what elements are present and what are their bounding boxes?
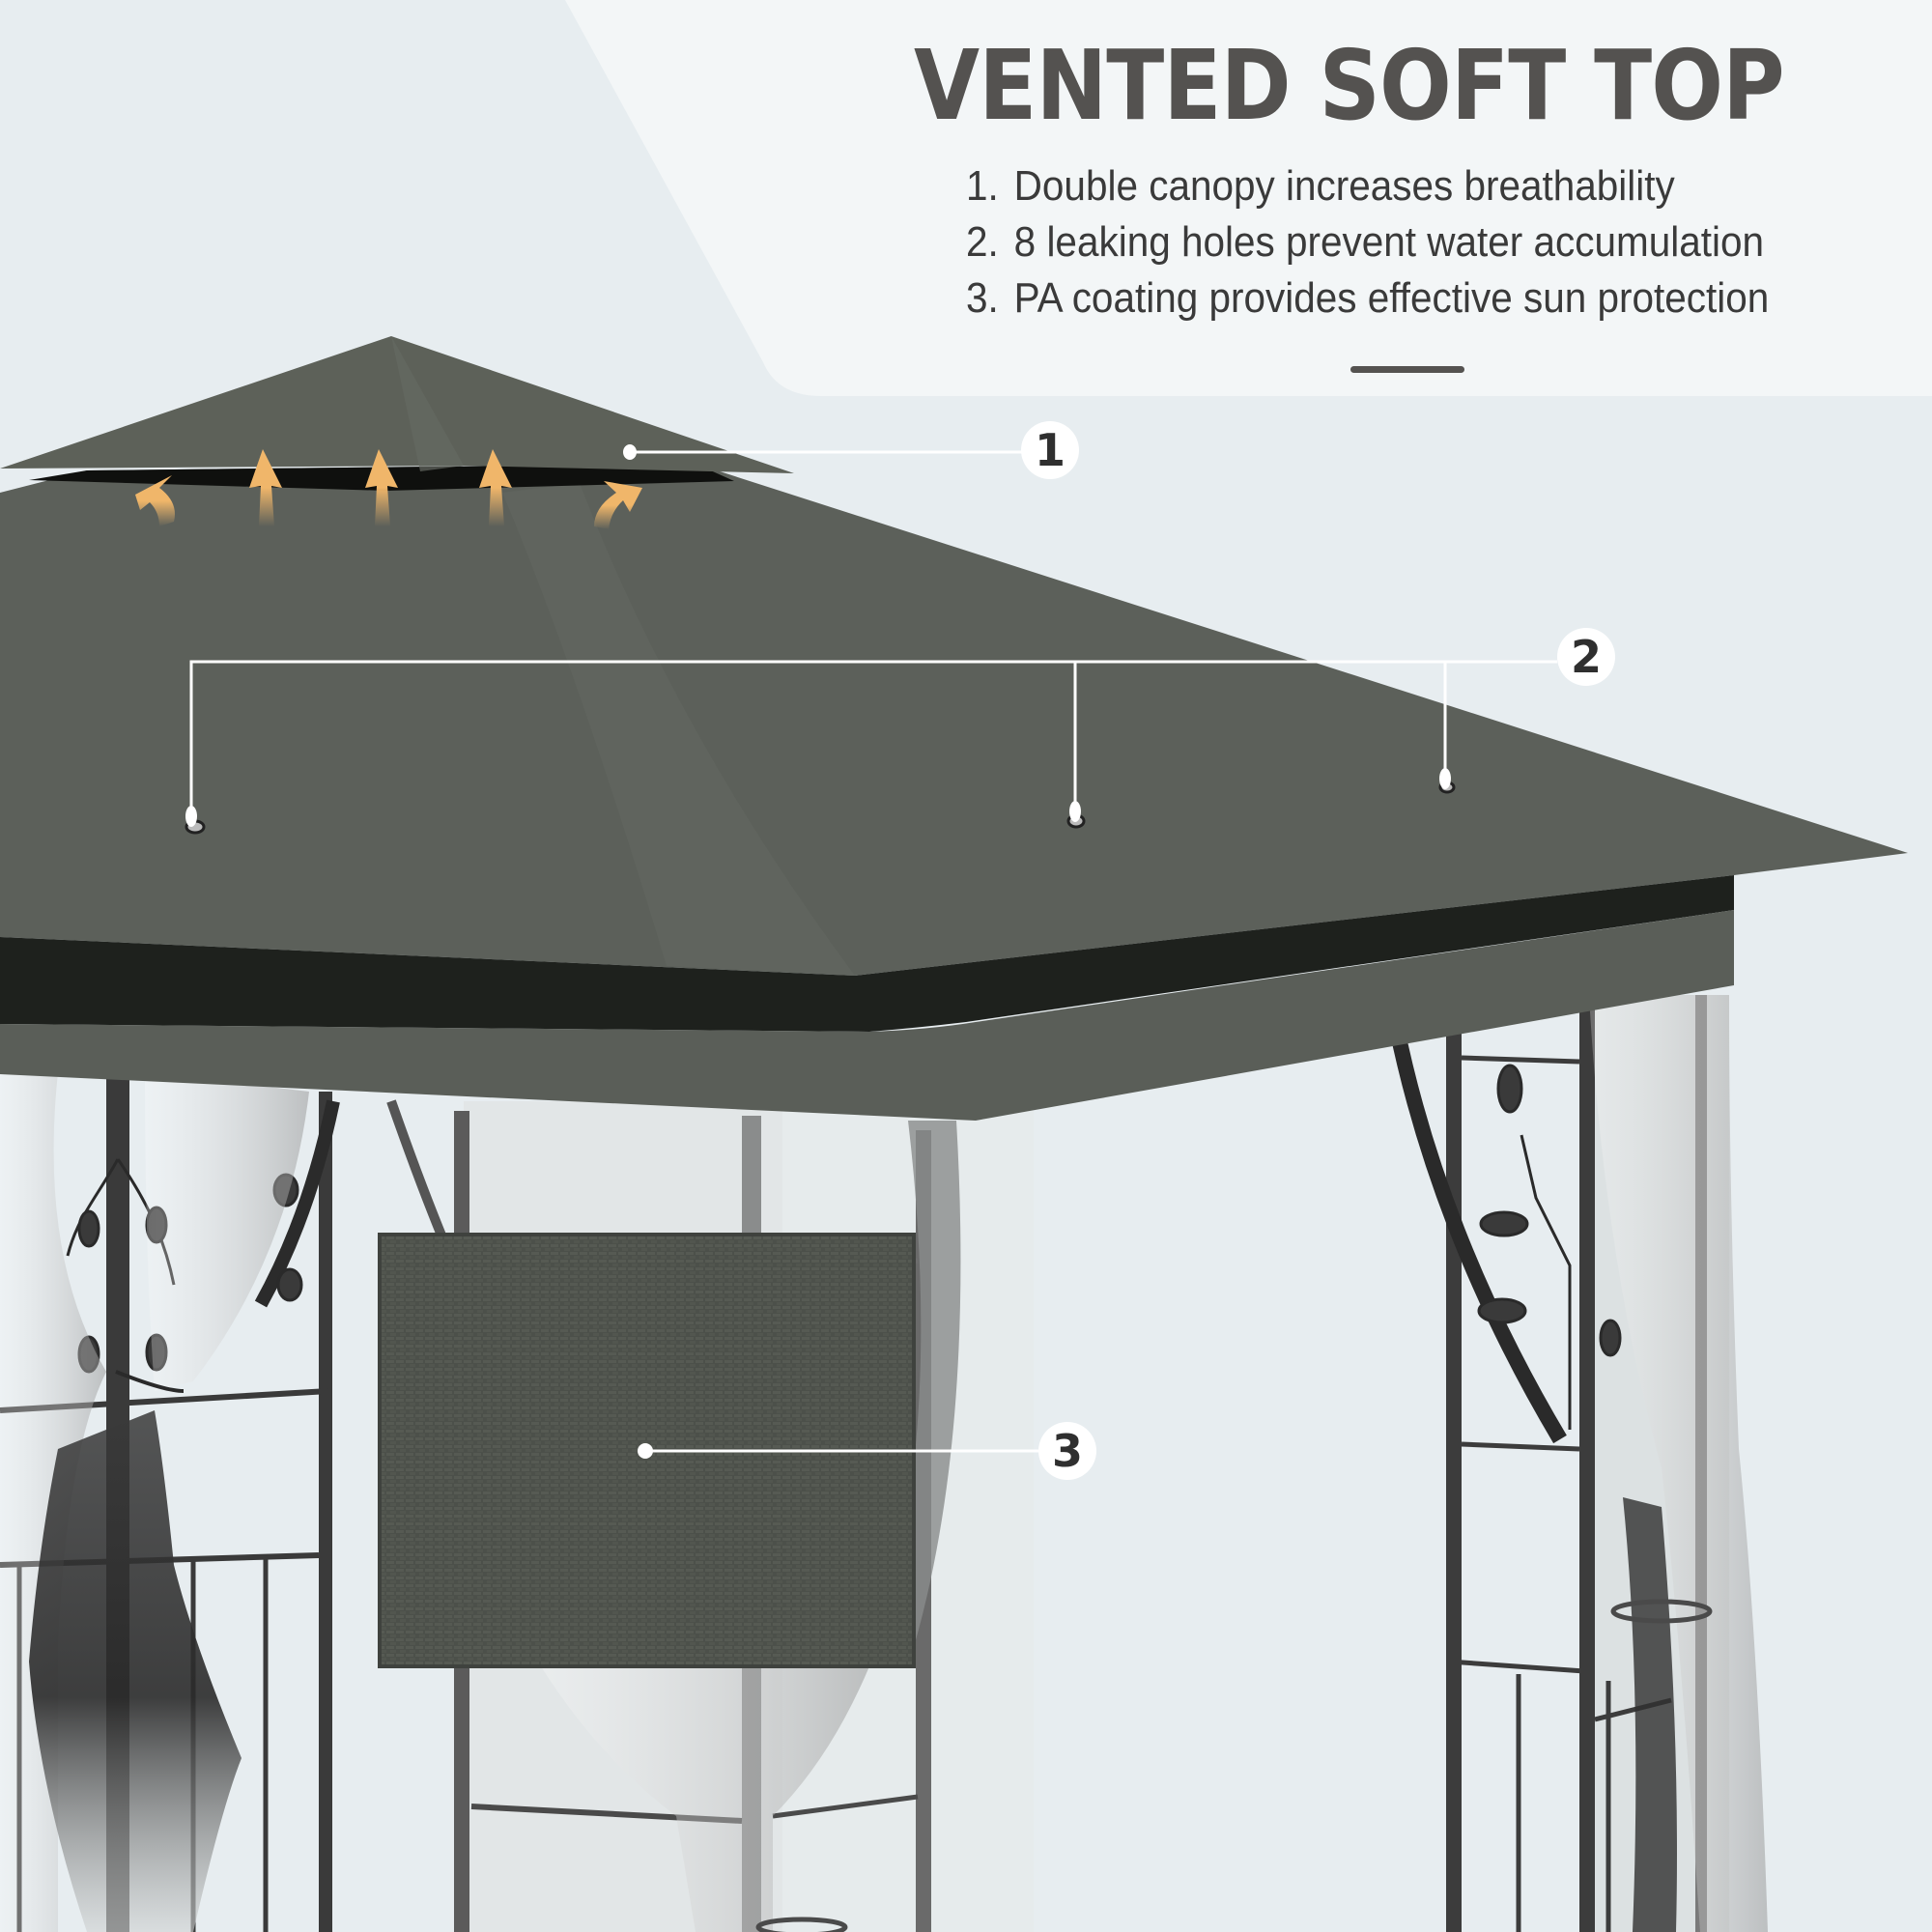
upper-canopy (0, 336, 794, 473)
callout-lines (185, 444, 1557, 1459)
feature-item-3: 3. PA coating provides effective sun prot… (966, 270, 1769, 327)
feature-list: 1.Double canopy increases breathability … (966, 158, 1839, 327)
arrow-icon (479, 449, 512, 526)
arrow-icon (365, 449, 398, 526)
vent-airflow-arrows (135, 449, 642, 529)
arrow-icon (594, 481, 642, 529)
feature-text: PA coating provides effective sun protec… (1013, 274, 1770, 322)
feature-item-2: 2. 8 leaking holes prevent water accumula… (966, 214, 1769, 270)
feature-item-1: 1. Double canopy increases breathability (966, 158, 1769, 214)
callout-badge-2: 2 (1557, 628, 1615, 686)
arrow-icon (135, 475, 175, 526)
canopy (0, 336, 1908, 1121)
divider (1350, 366, 1464, 373)
mesh-curtains (0, 995, 1768, 1932)
info-panel (565, 0, 1932, 396)
feature-number: 3. (966, 274, 999, 322)
feature-text: 8 leaking holes prevent water accumulati… (1013, 218, 1765, 266)
arrow-icon (249, 449, 282, 526)
feature-number: 2. (966, 218, 999, 266)
feature-number: 1. (966, 162, 999, 210)
callout-badge-1: 1 (1021, 421, 1079, 479)
callout-badge-3: 3 (1038, 1422, 1096, 1480)
page-title: VENTED SOFT TOP (914, 29, 1785, 142)
feature-text: Double canopy increases breathability (1013, 162, 1675, 210)
